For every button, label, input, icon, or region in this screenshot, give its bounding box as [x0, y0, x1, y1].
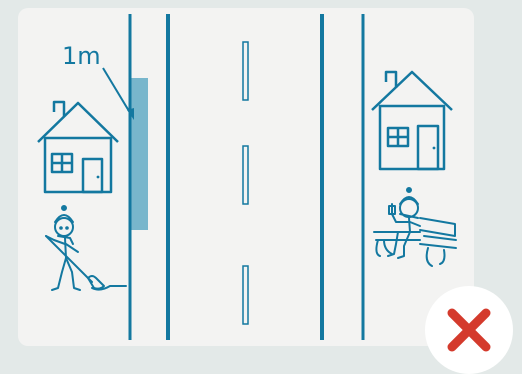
incorrect-badge [425, 286, 513, 374]
center-dash [243, 146, 248, 204]
center-dash [243, 42, 248, 100]
center-dash [243, 266, 248, 324]
snow-strip [131, 78, 148, 230]
center-dashes [243, 42, 248, 324]
distance-label: 1m [62, 44, 101, 68]
